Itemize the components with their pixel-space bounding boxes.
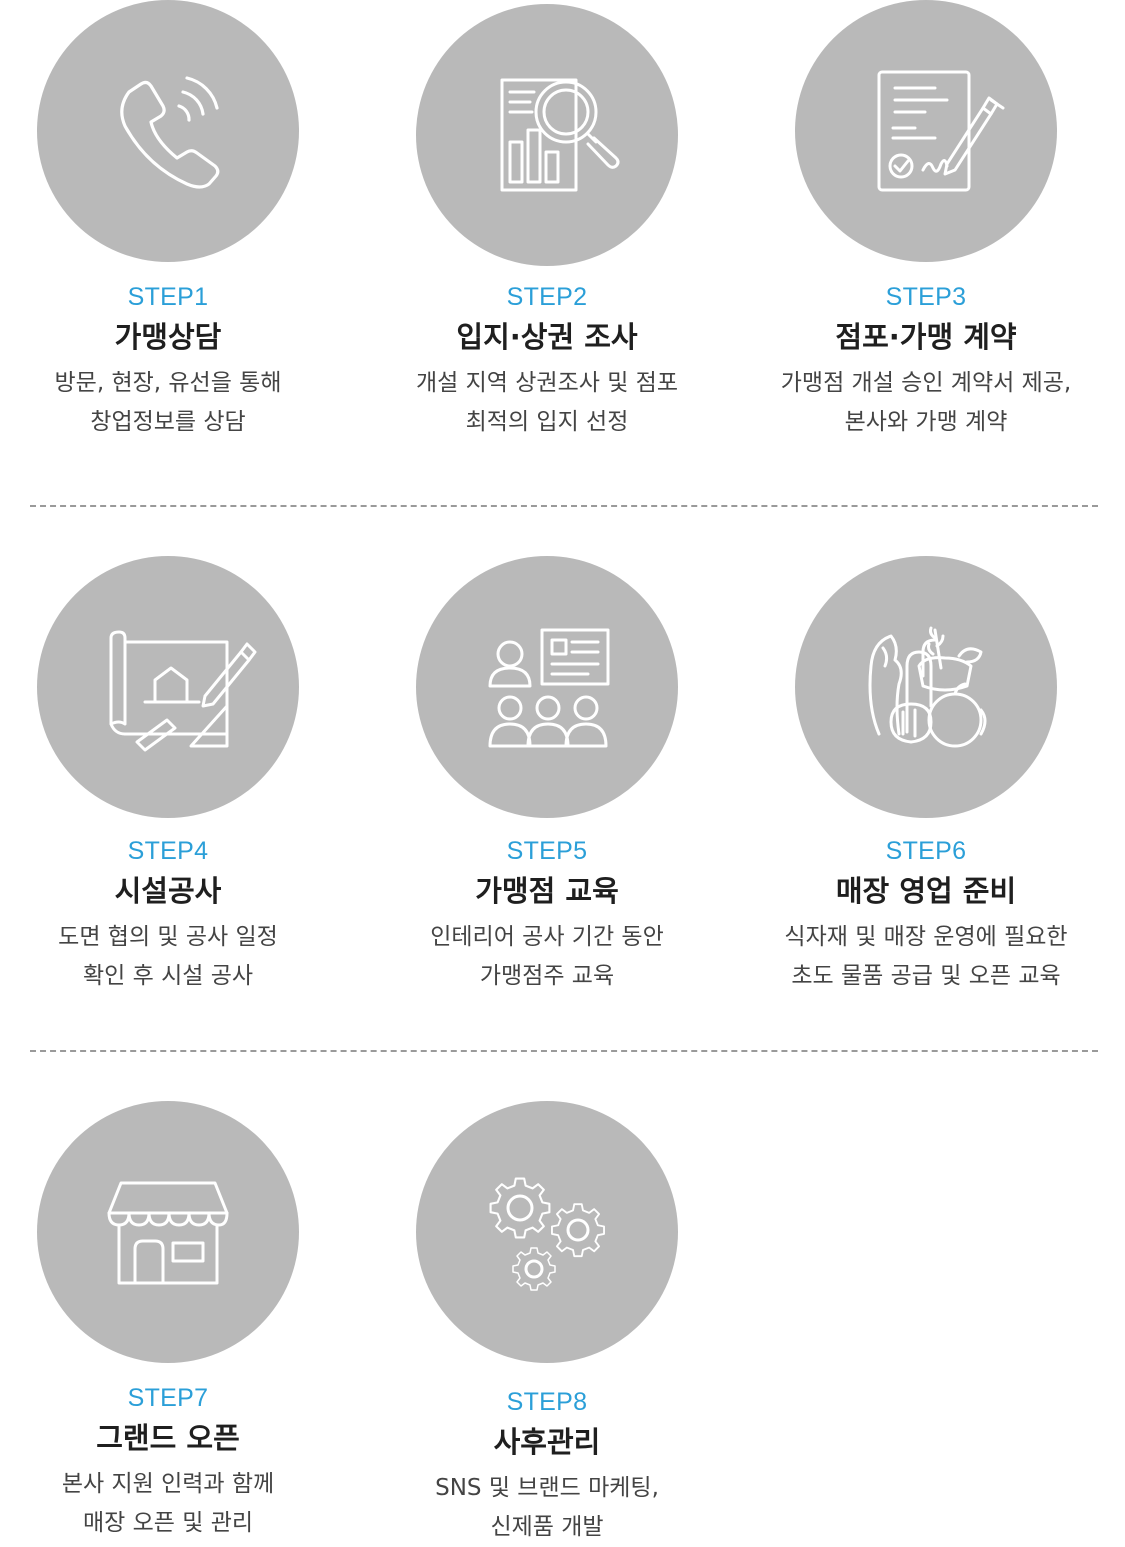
step-label: STEP6: [885, 837, 967, 865]
magnifier-report-icon: [500, 78, 620, 192]
step-description: 개설 지역 상권조사 및 점포 최적의 입지 선정: [382, 364, 712, 442]
step-description-line: 도면 협의 및 공사 일정: [58, 924, 278, 950]
step-title: 시설공사: [114, 874, 222, 908]
step-description: 방문, 현장, 유선을 통해 창업정보를 상담: [3, 364, 333, 442]
step-description-line: 초도 물품 공급 및 오픈 교육: [791, 963, 1061, 989]
step-title: 매장 영업 준비: [835, 874, 1017, 908]
step-circle: [416, 4, 678, 266]
step-card-8: STEP8 사후관리 SNS 및 브랜드 마케팅, 신제품 개발: [382, 1101, 712, 1547]
row-divider: [30, 1050, 1098, 1052]
groceries-icon: [868, 626, 987, 748]
step-description-line: 가맹점 개설 승인 계약서 제공,: [780, 370, 1072, 396]
contract-pen-icon: [877, 70, 1005, 192]
step-description-line: SNS 및 브랜드 마케팅,: [435, 1475, 659, 1501]
step-description: SNS 및 브랜드 마케팅, 신제품 개발: [382, 1469, 712, 1547]
step-title: 점포·가맹 계약: [835, 320, 1017, 354]
step-title: 가맹점 교육: [475, 874, 619, 908]
step-description: 도면 협의 및 공사 일정 확인 후 시설 공사: [3, 918, 333, 996]
step-circle: [37, 1101, 299, 1363]
phone-icon: [120, 76, 220, 189]
step-label: STEP1: [127, 283, 209, 311]
step-circle: [795, 556, 1057, 818]
step-card-6: STEP6 매장 영업 준비 식자재 및 매장 운영에 필요한 초도 물품 공급…: [761, 556, 1091, 996]
training-icon: [488, 628, 610, 748]
step-description-line: 개설 지역 상권조사 및 점포: [415, 370, 678, 396]
step-label: STEP8: [506, 1388, 588, 1416]
step-circle: [416, 1101, 678, 1363]
step-description-line: 본사와 가맹 계약: [844, 409, 1008, 435]
step-description-line: 가맹점주 교육: [479, 963, 615, 989]
step-description-line: 신제품 개발: [490, 1514, 604, 1540]
step-description-line: 본사 지원 인력과 함께: [61, 1471, 275, 1497]
step-label: STEP4: [127, 837, 209, 865]
step-description-line: 창업정보를 상담: [90, 409, 246, 435]
step-card-7: STEP7 그랜드 오픈 본사 지원 인력과 함께 매장 오픈 및 관리: [3, 1101, 333, 1543]
step-title: 입지·상권 조사: [456, 320, 638, 354]
step-card-3: STEP3 점포·가맹 계약 가맹점 개설 승인 계약서 제공, 본사와 가맹 …: [761, 0, 1091, 442]
step-description-line: 매장 오픈 및 관리: [82, 1510, 254, 1536]
step-label: STEP5: [506, 837, 588, 865]
step-description: 본사 지원 인력과 함께 매장 오픈 및 관리: [3, 1465, 333, 1543]
step-title: 그랜드 오픈: [96, 1421, 240, 1455]
step-circle: [37, 556, 299, 818]
step-card-4: STEP4 시설공사 도면 협의 및 공사 일정 확인 후 시설 공사: [3, 556, 333, 996]
step-label: STEP7: [127, 1384, 209, 1412]
step-description-line: 식자재 및 매장 운영에 필요한: [784, 924, 1068, 950]
storefront-icon: [107, 1181, 229, 1285]
gears-icon: [489, 1177, 605, 1291]
step-circle: [416, 556, 678, 818]
step-description: 가맹점 개설 승인 계약서 제공, 본사와 가맹 계약: [761, 364, 1091, 442]
step-description-line: 인테리어 공사 기간 동안: [430, 924, 664, 950]
step-description-line: 방문, 현장, 유선을 통해: [54, 370, 282, 396]
step-description-line: 최적의 입지 선정: [465, 409, 629, 435]
step-card-5: STEP5 가맹점 교육 인테리어 공사 기간 동안 가맹점주 교육: [382, 556, 712, 996]
step-description: 인테리어 공사 기간 동안 가맹점주 교육: [382, 918, 712, 996]
step-label: STEP2: [506, 283, 588, 311]
step-description-line: 확인 후 시설 공사: [82, 963, 254, 989]
step-card-2: STEP2 입지·상권 조사 개설 지역 상권조사 및 점포 최적의 입지 선정: [382, 4, 712, 442]
step-circle: [795, 0, 1057, 262]
step-circle: [37, 0, 299, 262]
step-description: 식자재 및 매장 운영에 필요한 초도 물품 공급 및 오픈 교육: [761, 918, 1091, 996]
blueprint-icon: [109, 630, 257, 752]
row-divider: [30, 505, 1098, 507]
step-title: 가맹상담: [114, 320, 222, 354]
step-label: STEP3: [885, 283, 967, 311]
step-card-1: STEP1 가맹상담 방문, 현장, 유선을 통해 창업정보를 상담: [3, 0, 333, 442]
step-title: 사후관리: [493, 1425, 601, 1459]
